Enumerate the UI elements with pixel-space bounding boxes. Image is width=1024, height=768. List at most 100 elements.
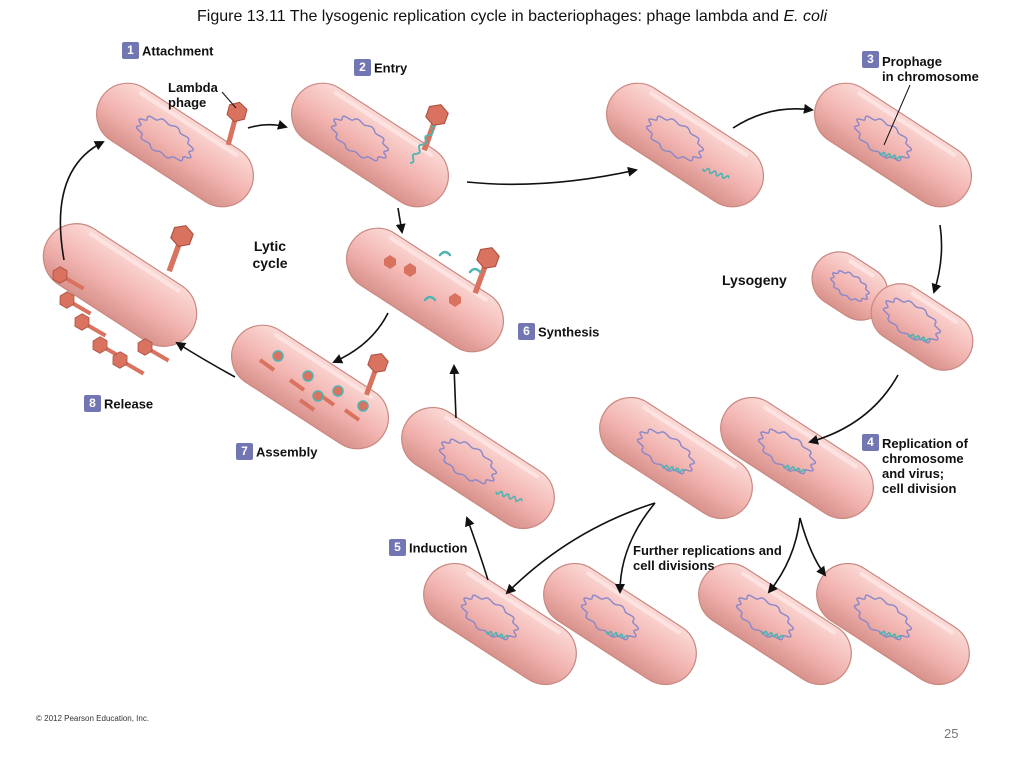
phage-particle <box>421 104 449 152</box>
flow-arrow <box>799 517 827 577</box>
host-chromosome <box>735 594 795 641</box>
flow-arrow <box>465 516 489 581</box>
step-label: Entry <box>374 60 408 76</box>
phage-particle <box>225 101 248 146</box>
lambda-phage-label: Lambda phage <box>168 80 218 110</box>
step-number-badge: 8 <box>84 395 101 413</box>
bacterium-cell <box>543 562 697 686</box>
bacterium-cell <box>698 562 852 686</box>
figure-title: Figure 13.11 The lysogenic replication c… <box>0 8 1024 26</box>
phage-particle <box>472 247 500 295</box>
lambda-label-line1: Lambda <box>168 80 218 95</box>
phage-particle <box>52 266 85 291</box>
prophage-dna <box>760 630 784 639</box>
phage-particle <box>59 291 92 316</box>
copyright-notice: © 2012 Pearson Education, Inc. <box>36 714 150 723</box>
step-prophage: 3 <box>862 51 882 69</box>
host-chromosome <box>757 428 817 475</box>
lytic-label-line2: cycle <box>252 255 288 271</box>
step-label: Induction <box>409 540 468 556</box>
page-number: 25 <box>944 726 959 741</box>
step-number-badge: 5 <box>389 539 406 557</box>
prophage-dna <box>605 630 629 639</box>
step-number-badge: 3 <box>862 51 879 68</box>
lytic-label-line1: Lytic <box>253 238 287 254</box>
bacterium-cell <box>606 82 764 208</box>
flow-arrow <box>395 207 406 234</box>
flow-arrow <box>615 502 656 594</box>
bacterium-cell <box>816 562 970 686</box>
flow-arrow <box>808 374 899 445</box>
title-italic: E. coli <box>783 8 828 25</box>
step-label: Synthesis <box>538 324 600 340</box>
host-chromosome <box>830 269 870 303</box>
bacterium-cell <box>231 324 389 450</box>
flow-arrow <box>59 141 105 261</box>
flow-arrow <box>332 312 389 364</box>
bacterium-cell <box>346 227 504 353</box>
host-chromosome <box>882 297 942 344</box>
replication-label-line1: Replication of <box>882 436 968 451</box>
title-main: Figure 13.11 The lysogenic replication c… <box>196 8 784 25</box>
step-number-badge: 1 <box>122 42 139 60</box>
host-chromosome <box>460 594 520 641</box>
step-number-badge: 6 <box>518 323 535 341</box>
flow-arrow <box>505 502 656 595</box>
host-chromosome <box>636 428 696 475</box>
host-chromosome <box>645 115 705 162</box>
phage-particle <box>364 353 389 396</box>
step-label: Release <box>104 396 154 412</box>
flow-arrow <box>466 166 638 186</box>
lambda-label-line2: phage <box>168 95 207 110</box>
step-label: Assembly <box>256 444 318 460</box>
prophage-dna <box>907 333 931 342</box>
replication-label: Replication of chromosome and virus; cel… <box>882 436 968 496</box>
phage-dna <box>495 490 523 503</box>
bacterium-cell <box>814 82 972 208</box>
phage-particle <box>166 225 194 273</box>
further-label-line2: cell divisions <box>633 558 715 573</box>
host-chromosome <box>330 115 390 162</box>
step-number-badge: 4 <box>862 434 879 452</box>
lytic-cycle-label: Lytic cycle <box>240 238 300 272</box>
prophage-label: Prophage in chromosome <box>882 54 979 84</box>
step-number-badge: 2 <box>354 59 371 77</box>
flow-arrow <box>767 517 801 594</box>
prophage-dna <box>661 464 685 473</box>
prophage-label-line2: in chromosome <box>882 69 979 84</box>
phage-particle <box>74 313 107 338</box>
step-number-badge: 7 <box>236 443 253 461</box>
host-chromosome <box>580 594 640 641</box>
prophage-label-line1: Prophage <box>882 54 942 69</box>
flow-arrow <box>449 364 460 419</box>
phage-particle <box>137 338 170 363</box>
bacterium-cell <box>401 406 555 530</box>
replication-label-line3: and virus; <box>882 466 945 481</box>
flow-arrow <box>175 341 236 378</box>
further-label-line1: Further replications and <box>633 543 782 558</box>
host-chromosome <box>438 438 498 485</box>
bacterium-cell <box>96 82 254 208</box>
further-replications-label: Further replications and cell divisions <box>633 543 782 573</box>
step-label: Attachment <box>142 43 214 59</box>
replication-label-line2: chromosome <box>882 451 964 466</box>
host-chromosome <box>135 115 195 162</box>
flow-arrow <box>931 224 943 294</box>
host-chromosome <box>853 115 913 162</box>
bacterium-cell <box>423 562 577 686</box>
phage-dna <box>702 167 730 180</box>
bacterium-cell <box>42 223 198 347</box>
prophage-dna <box>878 630 902 639</box>
host-chromosome <box>853 594 913 641</box>
bacterium-cell <box>870 283 974 371</box>
prophage-dna <box>878 151 902 160</box>
prophage-dna <box>485 630 509 639</box>
replication-label-line4: cell division <box>882 481 957 496</box>
